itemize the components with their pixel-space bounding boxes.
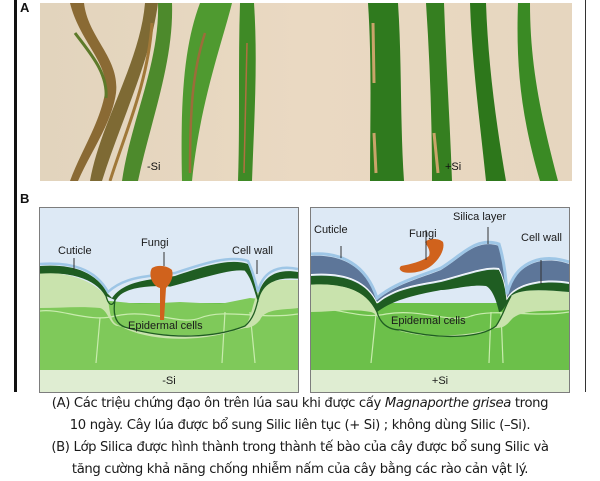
- rice-leaves-photo: -Si +Si: [40, 3, 572, 181]
- leaf-cross-section-plus-si: [311, 227, 569, 373]
- plus-si-footer: +Si: [311, 370, 569, 392]
- fungi-label: Fungi: [409, 228, 437, 240]
- caption-line-3: (B) Lớp Silica được hình thành trong thà…: [51, 440, 549, 455]
- panel-b-label: B: [20, 191, 30, 206]
- figure-right-border: [585, 0, 586, 392]
- diagram-plus-si: Cuticle Fungi Silica layer Cell wall Epi…: [310, 207, 570, 393]
- cell-wall-label: Cell wall: [521, 232, 562, 244]
- figure-caption: (A) Các triệu chứng đạo ôn trên lúa sau …: [0, 393, 600, 481]
- fungi-label: Fungi: [141, 237, 169, 249]
- diagram-minus-si: Cuticle Fungi Cell wall Epidermal cells …: [39, 207, 299, 393]
- plus-si-tag: +Si: [445, 161, 462, 173]
- minus-si-footer: -Si: [40, 370, 298, 392]
- cuticle-label: Cuticle: [314, 224, 348, 236]
- caption-line-1: (A) Các triệu chứng đạo ôn trên lúa sau …: [51, 396, 549, 411]
- silica-layer-label: Silica layer: [453, 211, 507, 223]
- figure-left-border: [14, 0, 17, 392]
- cell-wall-label: Cell wall: [232, 245, 273, 257]
- species-name: Magnaporthe grisea: [384, 396, 512, 411]
- caption-line-4: tăng cường khả năng chống nhiễm nấm của …: [71, 462, 529, 477]
- cuticle-label: Cuticle: [58, 245, 92, 257]
- epidermal-cells-label: Epidermal cells: [128, 320, 203, 332]
- panel-a-label: A: [20, 0, 30, 15]
- minus-si-tag: -Si: [147, 161, 161, 173]
- rice-leaves-illustration: [70, 3, 558, 181]
- caption-line-2: 10 ngày. Cây lúa được bổ sung Silic liên…: [69, 418, 531, 433]
- epidermal-cells-label: Epidermal cells: [391, 315, 466, 327]
- leaf-cross-section-minus-si: [40, 252, 298, 373]
